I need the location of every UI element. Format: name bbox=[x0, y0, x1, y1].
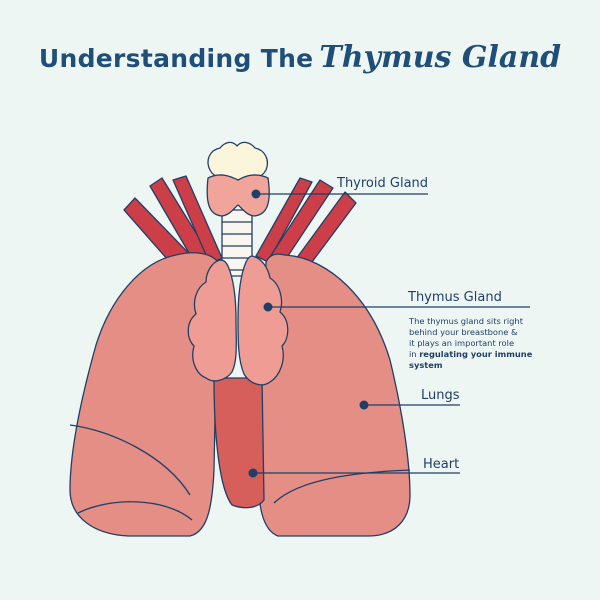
thymus-description-line-3: it plays an important role bbox=[409, 338, 515, 348]
lungs-marker-dot bbox=[359, 400, 369, 410]
thyroid-body bbox=[206, 174, 270, 217]
thyroid-cartilage bbox=[207, 141, 269, 181]
thyroid-marker-dot bbox=[251, 189, 261, 199]
left-lung-fissure bbox=[69, 424, 191, 496]
label-thyroid-gland: Thyroid Gland bbox=[337, 176, 429, 191]
label-heart: Heart bbox=[423, 457, 460, 472]
heart-marker-dot bbox=[248, 468, 258, 478]
title-main: Understanding The bbox=[38, 44, 314, 73]
thymus-marker-dot bbox=[263, 302, 273, 312]
thymus-description: The thymus gland sits right behind your … bbox=[409, 316, 559, 371]
thymus-right-lobe bbox=[237, 255, 289, 386]
left-lung-lower-lobe bbox=[77, 501, 193, 521]
thymus-description-line-5: system bbox=[409, 360, 559, 371]
thymus-description-bold-1: regulating your immune bbox=[419, 349, 533, 359]
label-lungs: Lungs bbox=[421, 388, 460, 403]
right-lung-fissure bbox=[273, 469, 411, 504]
heart bbox=[213, 377, 265, 509]
lungs bbox=[69, 252, 411, 537]
blood-vessels bbox=[123, 175, 357, 286]
thymus-gland bbox=[187, 255, 289, 386]
thymus-left-lobe bbox=[187, 259, 237, 382]
thyroid-gland bbox=[206, 141, 270, 217]
thymus-description-lead: in bbox=[409, 349, 417, 359]
label-thymus-gland: Thymus Gland bbox=[408, 290, 502, 305]
thymus-description-bold-2: system bbox=[409, 360, 443, 370]
title-accent: Thymus Gland bbox=[319, 40, 562, 75]
thymus-description-line-4: in regulating your immune bbox=[409, 349, 559, 360]
thymus-description-line-1: The thymus gland sits right bbox=[409, 316, 523, 326]
thymus-description-line-2: behind your breastbone & bbox=[409, 327, 518, 337]
